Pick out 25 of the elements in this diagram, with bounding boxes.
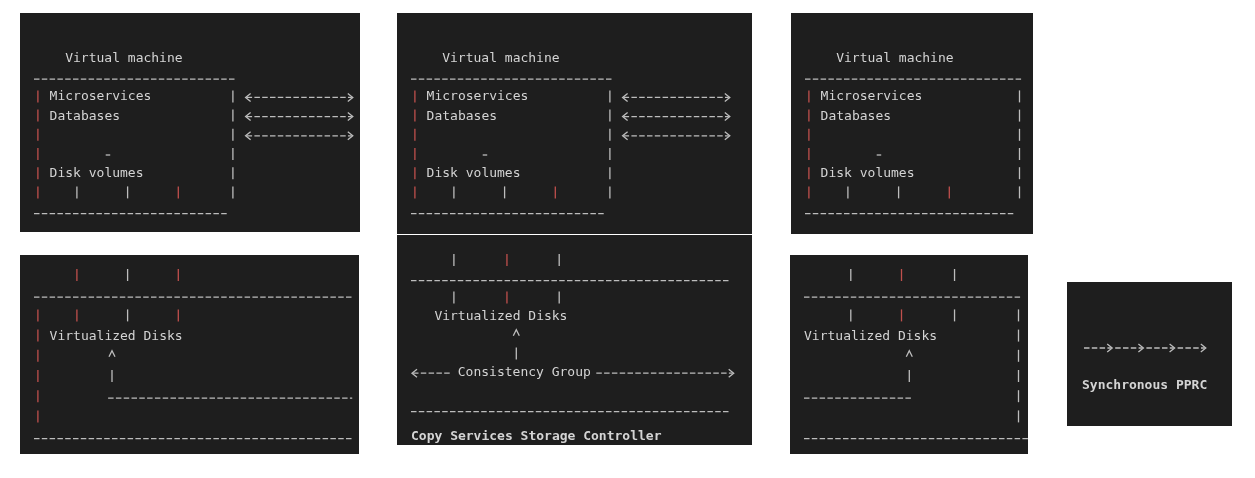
code-block-panel bbox=[1067, 282, 1232, 426]
label-text: Databases bbox=[820, 107, 892, 124]
heading-text: Virtual machine bbox=[442, 50, 560, 66]
code-block-panel bbox=[20, 255, 359, 454]
heading-text: Virtual machine bbox=[65, 50, 183, 66]
label-text: Databases bbox=[49, 107, 121, 124]
caption-text: Copy Services Storage Controller bbox=[411, 427, 662, 444]
code-block-panel bbox=[790, 255, 1028, 454]
label-text: Disk volumes bbox=[820, 165, 915, 182]
label-text: Disk volumes bbox=[49, 165, 144, 182]
code-block-panel bbox=[20, 13, 360, 232]
label-text: Virtualized Disks bbox=[804, 327, 938, 344]
label-text: Consistency Group bbox=[457, 364, 591, 381]
label-text: Microservices bbox=[820, 88, 923, 105]
code-block-panel bbox=[791, 13, 1033, 234]
label-text: Microservices bbox=[49, 88, 152, 105]
code-block-panel bbox=[397, 13, 752, 234]
label-text: Disk volumes bbox=[426, 165, 521, 182]
label-text: Databases bbox=[426, 107, 498, 124]
caption-text: Synchronous PPRC bbox=[1082, 377, 1208, 393]
label-text: Virtualized Disks bbox=[49, 327, 183, 344]
heading-text: Virtual machine bbox=[836, 50, 954, 66]
code-block-panel bbox=[397, 235, 752, 445]
label-text: Virtualized Disks bbox=[434, 308, 568, 325]
label-text: Microservices bbox=[426, 88, 529, 105]
